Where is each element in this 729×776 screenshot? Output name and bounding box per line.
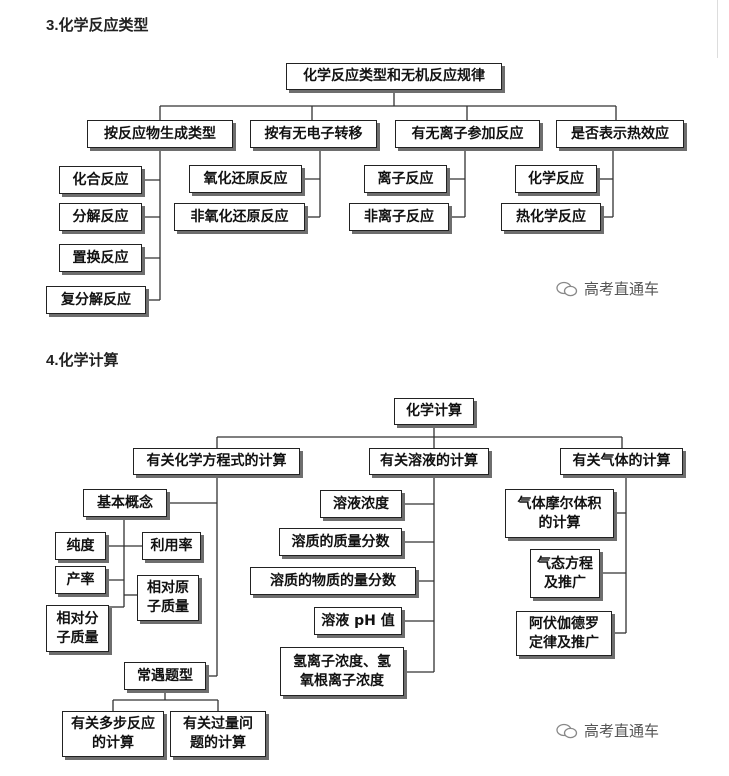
node-common-problem-types: 常遇题型: [124, 662, 206, 690]
node-solute-mole-fraction: 溶质的物质的量分数: [250, 567, 416, 595]
leaf-ionic-reaction: 离子反应: [364, 165, 447, 193]
watermark-text: 高考直通车: [584, 722, 660, 740]
wechat-icon: [556, 723, 578, 739]
node-multistep-reaction: 有关多步反应的计算: [62, 711, 164, 757]
watermark-text: 高考直通车: [584, 280, 660, 298]
leaf-combination-reaction: 化合反应: [59, 166, 142, 194]
node-utilization-rate: 利用率: [142, 532, 201, 560]
node-relative-molecular-mass: 相对分子质量: [46, 605, 109, 652]
node-purity: 纯度: [55, 532, 106, 560]
branch-electron-transfer: 按有无电子转移: [250, 120, 377, 148]
watermark-bottom: 高考直通车: [556, 720, 659, 741]
section4-root-node: 化学计算: [394, 398, 474, 425]
leaf-chemical-reaction: 化学反应: [515, 165, 597, 193]
leaf-decomposition-reaction: 分解反应: [59, 203, 142, 231]
section4-heading: 4.化学计算: [46, 352, 119, 369]
leaf-double-decomposition-reaction: 复分解反应: [46, 286, 146, 314]
branch-solution-calculation: 有关溶液的计算: [369, 448, 489, 475]
node-solute-mass-fraction: 溶质的质量分数: [279, 528, 402, 556]
branch-by-reactant-product: 按反应物生成类型: [87, 120, 233, 148]
branch-equation-calculation: 有关化学方程式的计算: [133, 448, 300, 475]
node-avogadro-law: 阿伏伽德罗定律及推广: [516, 611, 612, 656]
section3-heading: 3.化学反应类型: [46, 17, 149, 34]
node-yield: 产率: [55, 566, 106, 594]
branch-ion-participation: 有无离子参加反应: [395, 120, 540, 148]
watermark-top: 高考直通车: [556, 278, 659, 299]
node-gas-state-equation: 气态方程及推广: [530, 549, 600, 598]
leaf-non-redox-reaction: 非氧化还原反应: [174, 203, 305, 231]
node-relative-atomic-mass: 相对原子质量: [137, 575, 199, 621]
node-excess-problem: 有关过量问题的计算: [170, 711, 266, 757]
node-basic-concepts: 基本概念: [83, 489, 167, 517]
page-edge-divider: [717, 0, 729, 58]
node-solution-ph: 溶液 pH 值: [314, 607, 402, 635]
node-hydrogen-hydroxide-concentration: 氢离子浓度、氢氧根离子浓度: [280, 647, 404, 696]
leaf-non-ionic-reaction: 非离子反应: [349, 203, 449, 231]
branch-gas-calculation: 有关气体的计算: [560, 448, 683, 475]
leaf-thermochemical-reaction: 热化学反应: [501, 203, 601, 231]
node-gas-molar-volume: 气体摩尔体积的计算: [505, 489, 614, 538]
node-solution-concentration: 溶液浓度: [320, 490, 402, 518]
wechat-icon: [556, 281, 578, 297]
leaf-displacement-reaction: 置换反应: [59, 244, 142, 272]
section3-root-node: 化学反应类型和无机反应规律: [286, 63, 502, 90]
leaf-redox-reaction: 氧化还原反应: [189, 165, 302, 193]
branch-heat-effect: 是否表示热效应: [556, 120, 684, 148]
